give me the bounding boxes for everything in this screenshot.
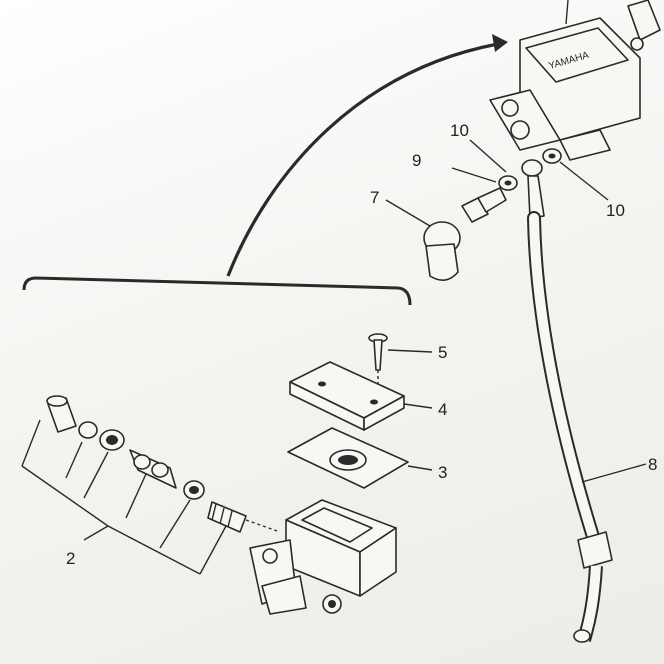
leader-10-top <box>469 139 507 173</box>
arrow-head <box>492 34 508 52</box>
callout-3: 3 <box>438 463 447 482</box>
leader-3 <box>407 465 433 471</box>
callout-10-top: 10 <box>450 121 469 140</box>
leader-tree-2 <box>21 419 227 575</box>
master-cylinder-body <box>249 499 397 615</box>
diaphragm <box>287 427 409 489</box>
brake-hose <box>521 159 613 643</box>
piston-kit <box>46 395 281 533</box>
callout-5: 5 <box>438 343 447 362</box>
group-bracket <box>22 276 412 306</box>
callout-4: 4 <box>438 400 447 419</box>
leader-10-right <box>559 161 609 201</box>
leader-8 <box>581 463 647 483</box>
master-cylinder-assembly: YAMAHA <box>489 0 661 161</box>
leader-4 <box>403 403 433 409</box>
callout-8: 8 <box>648 455 657 474</box>
rubber-cap <box>423 221 461 281</box>
washer-right <box>542 148 562 164</box>
leader-9 <box>451 167 497 183</box>
reservoir-cap <box>289 361 405 431</box>
washer-top <box>498 175 518 191</box>
callout-10-right: 10 <box>606 201 625 220</box>
callout-2: 2 <box>66 549 75 568</box>
leader-7 <box>385 199 431 227</box>
callout-7: 7 <box>370 188 379 207</box>
union-bolt <box>461 187 507 223</box>
curved-arrow <box>226 42 499 277</box>
callout-9: 9 <box>412 151 421 170</box>
leader-5 <box>387 349 433 353</box>
